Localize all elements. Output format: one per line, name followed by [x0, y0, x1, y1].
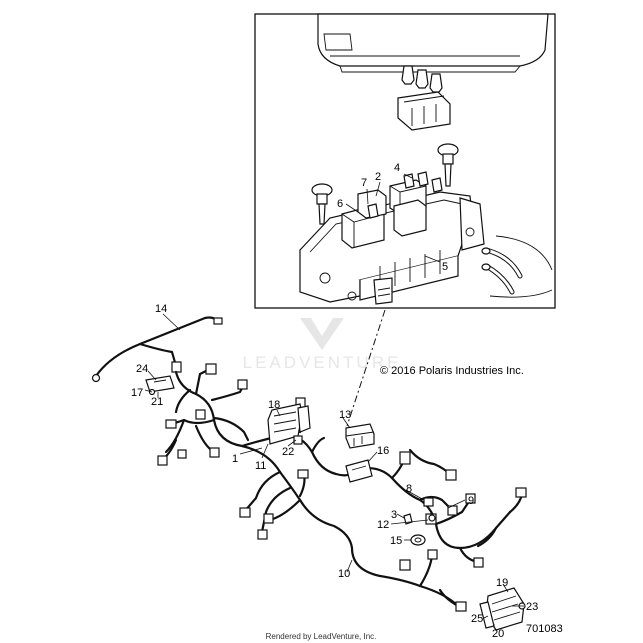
callout-13: 13 [339, 409, 351, 421]
callout-7: 7 [361, 177, 367, 189]
callout-24: 24 [136, 363, 148, 375]
grommet [410, 534, 426, 546]
relays [341, 171, 443, 249]
watermark-text: LEADVENTURE [243, 353, 402, 372]
callout-22: 22 [282, 446, 294, 458]
callout-12: 12 [377, 519, 389, 531]
harness-bracket [345, 459, 373, 483]
fuse-box-cover [317, 13, 549, 73]
bolt-left [311, 183, 333, 225]
callout-21: 21 [151, 396, 163, 408]
callout-25: 25 [471, 613, 483, 625]
callout-18: 18 [268, 399, 280, 411]
connector-cluster-left [145, 375, 175, 396]
copyright-text: © 2016 Polaris Industries Inc. [380, 365, 524, 377]
relay-block [397, 91, 451, 131]
callout-23: 23 [526, 601, 538, 613]
callout-4: 4 [394, 162, 400, 174]
callout-11: 11 [255, 460, 266, 472]
callout-15: 15 [390, 535, 402, 547]
mini-fuses [401, 65, 443, 93]
callout-17: 17 [131, 387, 143, 399]
watermark-logo-icon [300, 318, 344, 350]
ecu-module [267, 403, 311, 445]
fuse-box-detail-inset: 2 4 7 6 5 [254, 13, 556, 309]
callout-1: 1 [232, 453, 238, 465]
inset-reference-dashed-line [346, 309, 386, 427]
callout-14: 14 [155, 303, 167, 315]
callout-3: 3 [391, 509, 397, 521]
callout-2: 2 [375, 171, 381, 183]
callout-10: 10 [338, 568, 350, 580]
battery-terminal-leads [481, 235, 553, 298]
voltage-regulator [479, 587, 526, 631]
callout-5: 5 [442, 261, 448, 273]
fuse-relay-block [345, 423, 375, 449]
watermark: LEADVENTURE [243, 318, 402, 372]
callout-19: 19 [496, 577, 508, 589]
diagram-number: 701083 [526, 623, 563, 635]
connectors-right [423, 497, 437, 525]
callout-8: 8 [406, 483, 412, 495]
callout-6: 6 [337, 198, 343, 210]
bolt-right [437, 143, 459, 187]
callout-16: 16 [377, 445, 389, 457]
footer-credit: Rendered by LeadVenture, Inc. [266, 632, 377, 641]
callout-20: 20 [492, 628, 504, 640]
callout-9: 9 [468, 495, 474, 507]
